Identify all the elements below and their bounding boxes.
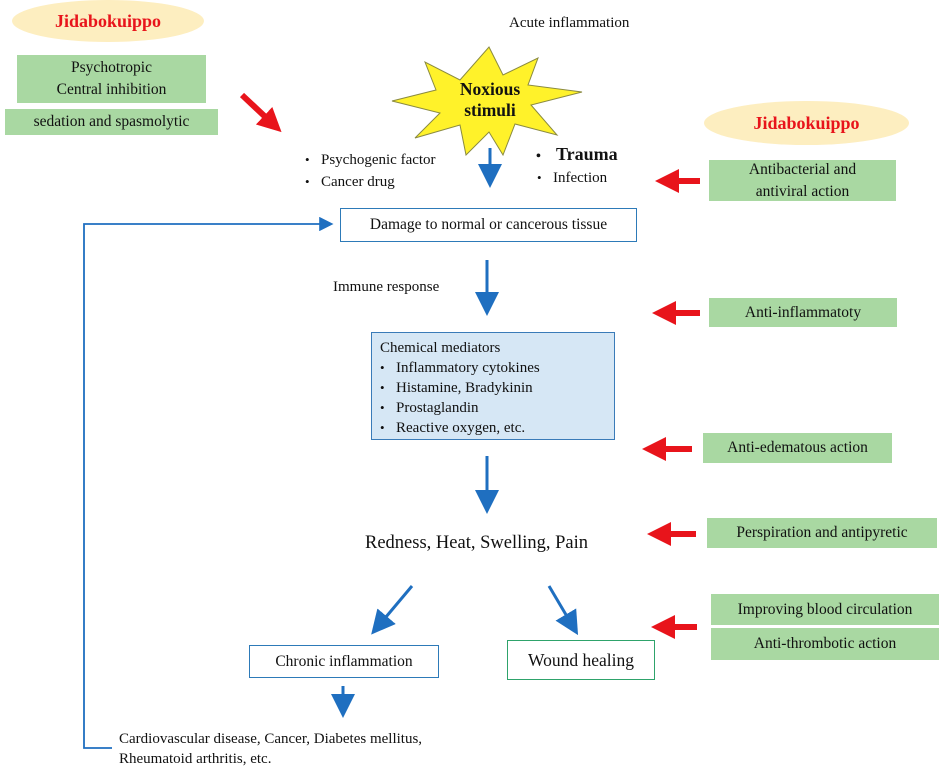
cause-infection: Infection — [537, 167, 607, 189]
left-action-central-inhibition: Central inhibition — [56, 81, 167, 98]
diagram-title: Acute inflammation — [509, 15, 630, 31]
cause-psychogenic: Psychogenic factor — [305, 149, 436, 171]
right-action-antibacterial-line1: Antibacterial and — [748, 160, 857, 178]
right-jidabokuippo-oval: Jidabokuippo — [704, 101, 909, 145]
mediators-heading: Chemical mediators — [380, 340, 501, 356]
damage-box: Damage to normal or cancerous tissue — [340, 208, 637, 242]
right-action-anti-inflammatory: Anti-inflammatoty — [709, 298, 897, 327]
arrow-symptoms-to-chronic — [371, 585, 414, 635]
noxious-line-1: Noxious — [459, 79, 521, 99]
symptoms-label: Redness, Heat, Swelling, Pain — [365, 533, 589, 553]
mediator-item: Reactive oxygen, etc. — [380, 418, 614, 438]
left-jidabokuippo-oval: Jidabokuippo — [12, 0, 204, 42]
right-action-circulation: Improving blood circulation — [711, 594, 939, 625]
left-action-sedation: sedation and spasmolytic — [5, 109, 218, 135]
causes-right-list: Infection — [537, 167, 607, 189]
left-action-box-1: Psychotropic Central inhibition — [17, 55, 206, 103]
right-action-anti-thrombotic: Anti-thrombotic action — [711, 628, 939, 660]
left-action-psychotropic: Psychotropic — [71, 59, 152, 76]
wound-healing-box: Wound healing — [507, 640, 655, 680]
arrow-symptoms-to-wound — [547, 585, 579, 636]
diseases-label: Cardiovascular disease, Cancer, Diabetes… — [119, 729, 422, 769]
right-action-perspiration: Perspiration and antipyretic — [707, 518, 937, 548]
immune-response-label: Immune response — [333, 279, 440, 295]
right-action-antibacterial-line2: antiviral action — [755, 182, 850, 200]
chemical-mediators-box: Chemical mediators Inflammatory cytokine… — [371, 332, 615, 440]
mediators-list: Inflammatory cytokines Histamine, Bradyk… — [380, 358, 614, 438]
mediator-item: Inflammatory cytokines — [380, 358, 614, 378]
cause-trauma-text: Trauma — [556, 144, 618, 164]
feedback-loop-line — [83, 216, 334, 749]
red-arrow-left — [239, 92, 282, 133]
cause-cancer-drug: Cancer drug — [305, 171, 436, 193]
right-action-antibacterial: Antibacterial and antiviral action — [709, 160, 896, 201]
diseases-line-1: Cardiovascular disease, Cancer, Diabetes… — [119, 731, 423, 747]
diseases-line-2: Rheumatoid arthritis, etc. — [119, 751, 272, 767]
noxious-line-2: stimuli — [464, 100, 516, 120]
cause-trauma: •Trauma — [536, 144, 618, 164]
causes-left-list: Psychogenic factor Cancer drug — [305, 149, 436, 193]
right-action-anti-edematous: Anti-edematous action — [703, 433, 892, 463]
noxious-stimuli-label: Noxious stimuli — [440, 79, 540, 121]
mediator-item: Prostaglandin — [380, 398, 614, 418]
chronic-inflammation-box: Chronic inflammation — [249, 645, 439, 678]
mediator-item: Histamine, Bradykinin — [380, 378, 614, 398]
noxious-starburst — [391, 46, 583, 157]
